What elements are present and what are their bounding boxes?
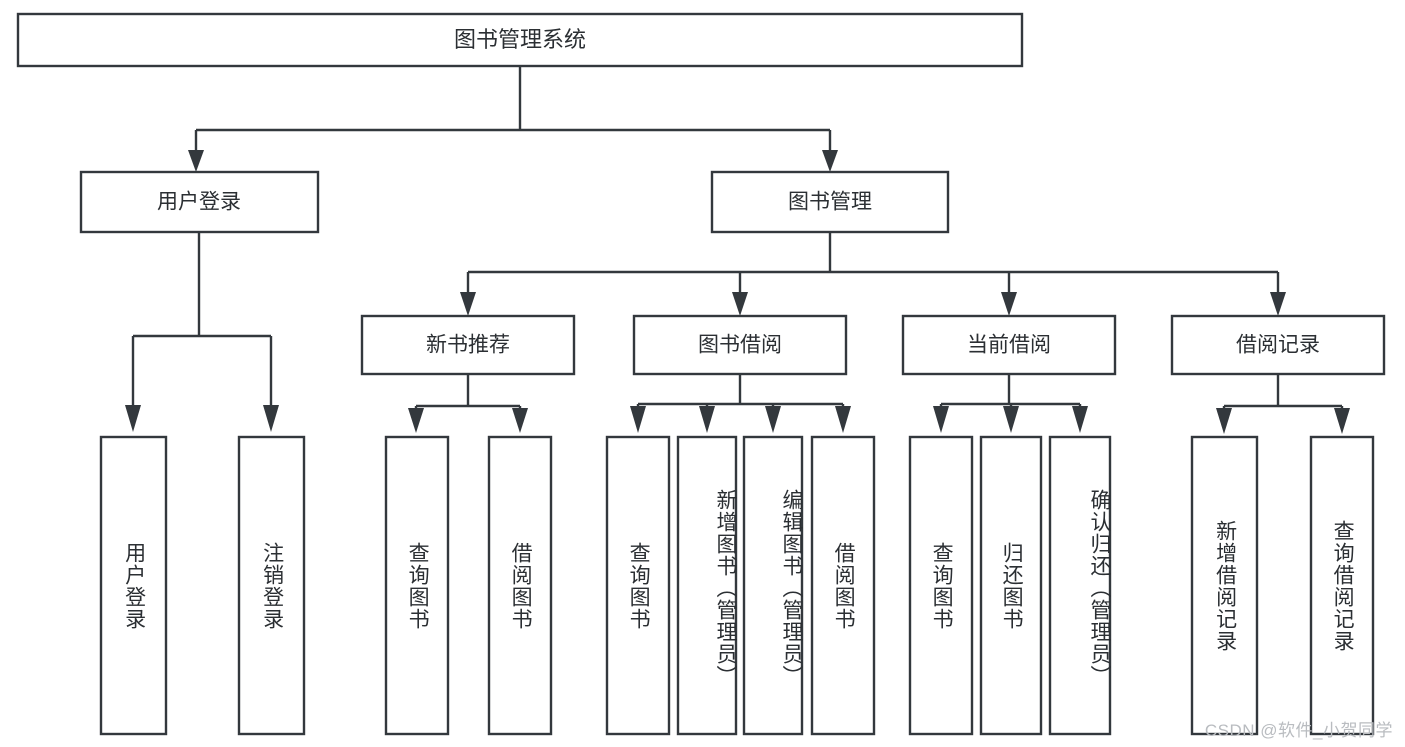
node-root[interactable]: 图书管理系统 [16, 12, 1024, 68]
node-book-manage[interactable]: 图书管理 [710, 170, 950, 234]
connector-group-root [188, 66, 838, 172]
arrowhead-leaf-user-login [125, 405, 141, 432]
node-leaf-add-record-box[interactable] [1190, 435, 1259, 736]
node-borrow-record-label: 借阅记录 [1236, 334, 1320, 357]
arrowhead-query-book-1 [408, 408, 424, 433]
node-current-borrow[interactable]: 当前借阅 [901, 314, 1117, 376]
connector-group-borrow-record [1216, 374, 1350, 434]
arrowhead-book-borrow [732, 292, 748, 316]
connector-group-book-manage [460, 232, 1286, 316]
node-leaf-user-login-box[interactable] [99, 435, 168, 736]
node-leaf-edit-book-box[interactable] [742, 435, 804, 736]
node-borrow-record-box[interactable] [1170, 314, 1386, 376]
node-leaf-query-book-1-box[interactable] [384, 435, 450, 736]
node-leaf-query-record-box[interactable] [1309, 435, 1375, 736]
node-leaf-logout-login-box[interactable] [237, 435, 306, 736]
node-user-login[interactable]: 用户登录 [79, 170, 320, 234]
arrowhead-current-borrow [1001, 292, 1017, 316]
node-user-login-label: 用户登录 [157, 191, 241, 214]
node-leaf-borrow-book-2-box[interactable] [810, 435, 876, 736]
node-book-manage-box[interactable] [710, 170, 950, 234]
node-book-manage-label: 图书管理 [788, 191, 872, 214]
arrowhead-add-book [699, 406, 715, 433]
arrowhead-leaf-logout [263, 405, 279, 432]
arrowhead-confirm-return [1072, 406, 1088, 433]
node-borrow-record[interactable]: 借阅记录 [1170, 314, 1386, 376]
node-leaf-query-book-2-box[interactable] [605, 435, 671, 736]
connector-group-current-borrow [933, 374, 1088, 433]
node-book-borrow-label: 图书借阅 [698, 334, 782, 357]
node-new-book-recommend[interactable]: 新书推荐 [360, 314, 576, 376]
arrowhead-borrow-record [1270, 292, 1286, 316]
connector-group-new-book-recommend [408, 374, 528, 433]
arrowhead-query-book-3 [933, 406, 949, 433]
csdn-watermark: CSDN @软件_小贺同学 [1204, 721, 1393, 740]
arrowhead-borrow-book-2 [835, 406, 851, 433]
node-user-login-box[interactable] [79, 170, 320, 234]
arrowhead-add-record [1216, 408, 1232, 434]
arrowhead-edit-book [765, 406, 781, 433]
arrowhead-borrow-book-1 [512, 408, 528, 433]
arrowhead-book-manage [822, 150, 838, 172]
arrowhead-new-book-recommend [460, 292, 476, 316]
arrowhead-user-login [188, 150, 204, 172]
node-book-borrow-box[interactable] [632, 314, 848, 376]
node-new-book-recommend-box[interactable] [360, 314, 576, 376]
node-new-book-recommend-label: 新书推荐 [426, 334, 510, 357]
node-root-box[interactable] [16, 12, 1024, 68]
arrowhead-query-book-2 [630, 406, 646, 433]
node-book-borrow[interactable]: 图书借阅 [632, 314, 848, 376]
node-leaf-return-book-box[interactable] [979, 435, 1043, 736]
connector-group-book-borrow [630, 374, 851, 433]
node-leaf-query-book-3-box[interactable] [908, 435, 974, 736]
node-leaf-borrow-book-1-box[interactable] [487, 435, 553, 736]
node-root-label: 图书管理系统 [454, 27, 586, 52]
node-leaf-confirm-return-box[interactable] [1048, 435, 1112, 736]
arrowhead-query-record [1334, 408, 1350, 434]
connector-group-user-login [125, 232, 279, 432]
arrowhead-return-book [1003, 406, 1019, 433]
node-leaf-add-book-box[interactable] [676, 435, 738, 736]
node-current-borrow-box[interactable] [901, 314, 1117, 376]
node-current-borrow-label: 当前借阅 [967, 334, 1051, 357]
